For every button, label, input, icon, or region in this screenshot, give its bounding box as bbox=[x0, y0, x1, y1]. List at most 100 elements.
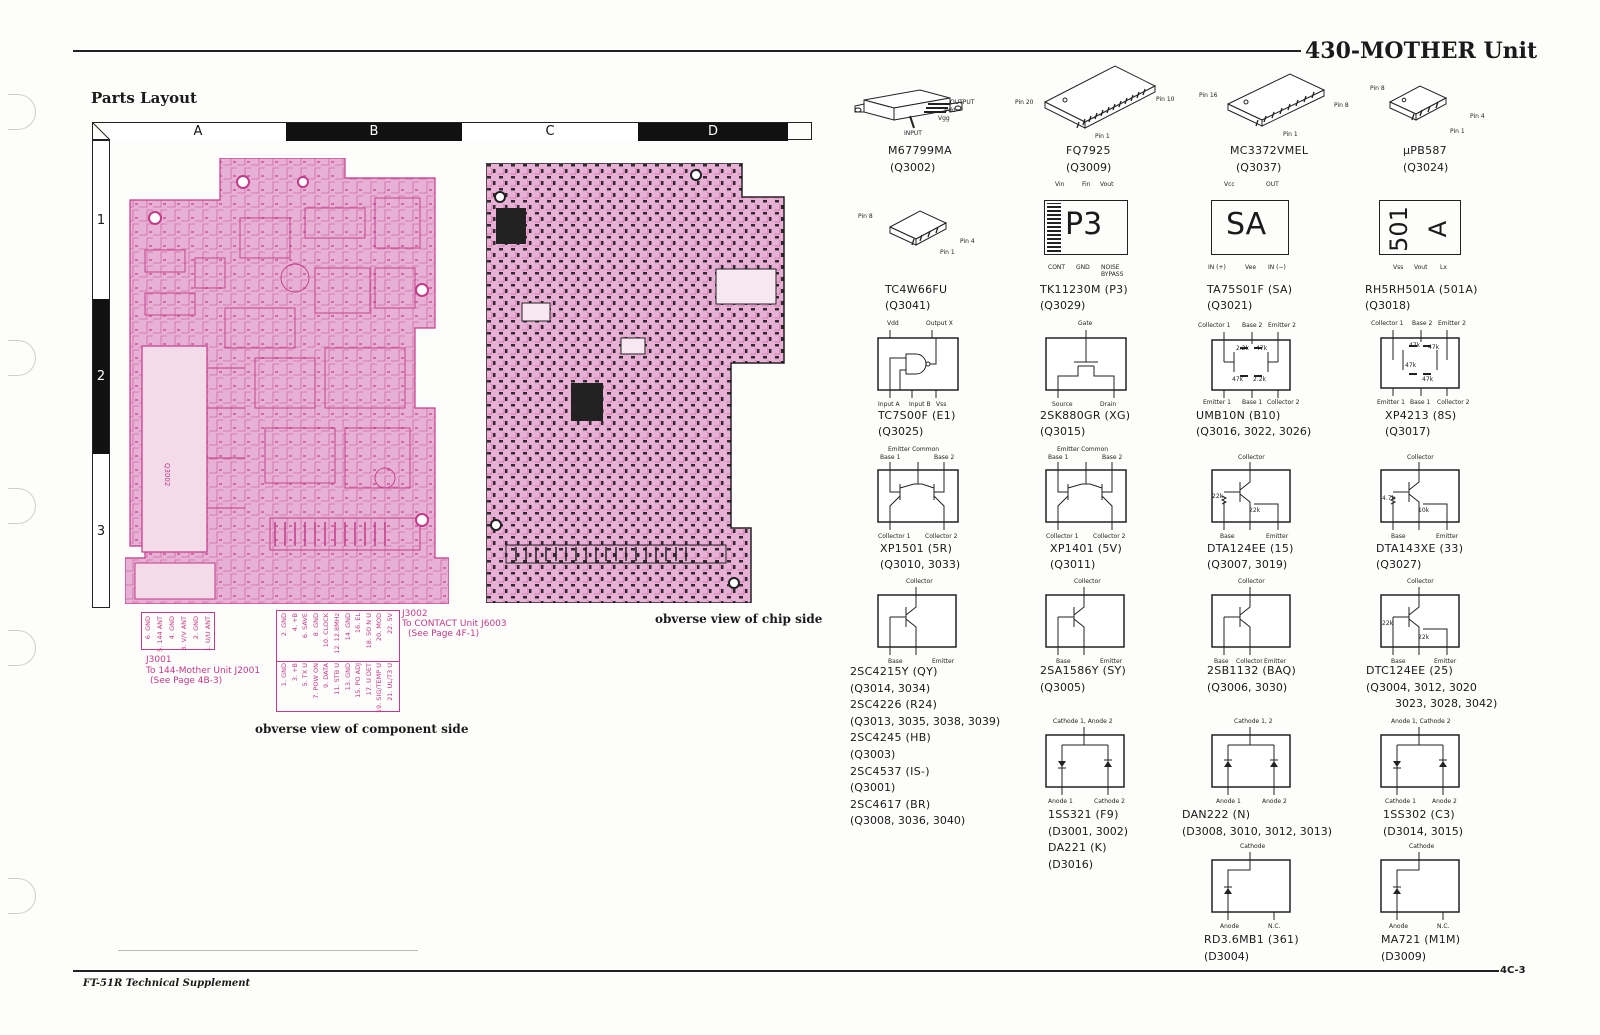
tk11230m-pin-gnd: GND bbox=[1076, 264, 1090, 271]
j3002-pin: 17. U DET bbox=[364, 663, 373, 696]
j3001-note: J3001 To 144-Mother Unit J2001 (See Page… bbox=[146, 655, 260, 687]
tk11230m-pin-vin: Vin bbox=[1055, 181, 1065, 188]
ma721-pin-nc: N.C. bbox=[1437, 923, 1450, 930]
tc7s00f-ref: (Q3025) bbox=[878, 425, 924, 438]
2sk880gr-ref: (Q3015) bbox=[1040, 425, 1086, 438]
module-label: Q3002 bbox=[163, 463, 171, 486]
npn-name-5: 2SC4617 (BR) bbox=[850, 797, 931, 811]
dta124ee-ref: (Q3007, 3019) bbox=[1207, 558, 1288, 571]
npn-ref-5: (Q3008, 3036, 3040) bbox=[850, 814, 966, 828]
dta124ee-pin-emitter: Emitter bbox=[1266, 533, 1289, 540]
2sb1132-name: 2SB1132 (BAQ) bbox=[1207, 664, 1297, 677]
dta143xe-pin-emitter: Emitter bbox=[1436, 533, 1459, 540]
rd3.6mb1-ref: (D3004) bbox=[1204, 950, 1250, 963]
j3002-pin: 4. +B bbox=[290, 613, 299, 632]
xp4213-r1: 47k bbox=[1409, 342, 1421, 349]
rh5rh501a-pin-vss: Vss bbox=[1393, 264, 1404, 271]
dan222-symbol bbox=[1211, 727, 1291, 795]
j3001-pin: 1. U/U ANT bbox=[204, 616, 212, 652]
m67799ma-pin-vgg: Vgg bbox=[938, 115, 950, 122]
tc7s00f-pin-input-a: Input A bbox=[878, 401, 900, 408]
xp4213-pin-emitter2: Emitter 2 bbox=[1438, 320, 1466, 327]
component-side-caption: obverse view of component side bbox=[255, 722, 469, 736]
j3002-pin: 15. PO ADJ bbox=[354, 663, 363, 698]
1ss321-pin-top: Cathode 1, Anode 2 bbox=[1053, 718, 1113, 725]
xp1401-name: XP1401 (5V) bbox=[1050, 542, 1123, 555]
2sk880gr-pin-source: Source bbox=[1052, 401, 1073, 408]
umb10n-symbol bbox=[1211, 332, 1291, 398]
j3002-pin: 10. CLOCK bbox=[322, 613, 331, 648]
binder-hole bbox=[8, 94, 36, 130]
ta75s01f-pin-vee: Vee bbox=[1245, 264, 1257, 271]
upb587-name: μPB587 bbox=[1403, 144, 1447, 157]
1ss321-name: 1SS321 (F9) bbox=[1048, 808, 1119, 821]
xp4213-r2: 47k bbox=[1428, 344, 1440, 351]
row-ruler: 1 2 3 bbox=[92, 140, 110, 608]
j3001-pin-table: 6. GND 5. 144 ANT 4. GND 3. V/V ANT 2. G… bbox=[141, 612, 215, 652]
tk11230m-name: TK11230M (P3) bbox=[1040, 283, 1129, 296]
npn-pin-base: Base bbox=[888, 658, 903, 665]
binder-hole bbox=[8, 340, 36, 376]
npn-pin-emitter: Emitter bbox=[932, 658, 955, 665]
2sa1586y-symbol bbox=[1045, 587, 1125, 655]
upb587-ref: (Q3024) bbox=[1403, 161, 1449, 174]
umb10n-r2: 47k bbox=[1256, 345, 1268, 352]
npn-transistor-list: 2SC4215Y (QY) (Q3014, 3034) 2SC4226 (R24… bbox=[850, 664, 1000, 830]
dtc124ee-r2: 22k bbox=[1418, 634, 1430, 641]
j3002-destination: To CONTACT Unit J6003 bbox=[402, 619, 507, 629]
binder-hole bbox=[8, 878, 36, 914]
umb10n-pin-emitter2: Emitter 2 bbox=[1268, 322, 1296, 329]
xp1401-ref: (Q3011) bbox=[1050, 558, 1096, 571]
2sk880gr-pin-drain: Drain bbox=[1100, 401, 1117, 408]
xp1501-pin-emitter-common: Emitter Common bbox=[888, 446, 940, 453]
rh5rh501a-pin-lx: Lx bbox=[1440, 264, 1447, 271]
dtc124ee-ref-continued: 3023, 3028, 3042) bbox=[1395, 697, 1498, 710]
xp1401-pin-base2: Base 2 bbox=[1102, 454, 1123, 461]
j3001-pin: 4. GND bbox=[168, 616, 176, 640]
fq7925-ref: (Q3009) bbox=[1066, 161, 1112, 174]
dta143xe-r2: 10k bbox=[1418, 507, 1430, 514]
1ss302-pin-top: Anode 1, Cathode 2 bbox=[1391, 718, 1451, 725]
rd3.6mb1-pin-anode: Anode bbox=[1220, 923, 1240, 930]
umb10n-r1: 2.2k bbox=[1236, 345, 1250, 352]
dan222-pin-anode1: Anode 1 bbox=[1216, 798, 1241, 805]
column-ruler: A B C D bbox=[92, 122, 812, 141]
page-number: 4C-3 bbox=[1500, 965, 1526, 976]
footer-rule bbox=[73, 970, 1499, 972]
2sa1586y-pin-collector: Collector bbox=[1074, 578, 1101, 585]
fq7925-package-drawing bbox=[1043, 65, 1157, 129]
binder-hole bbox=[8, 488, 36, 524]
da221-name: DA221 (K) bbox=[1048, 841, 1107, 854]
2sb1132-pin-emitter: Emitter bbox=[1264, 658, 1287, 665]
dta124ee-r2: 22k bbox=[1249, 507, 1261, 514]
j3001-name: J3001 bbox=[146, 655, 172, 665]
ta75s01f-pin-in-plus: IN (+) bbox=[1208, 264, 1226, 271]
header-rule bbox=[73, 50, 1301, 52]
fq7925-pin-20: Pin 20 bbox=[1015, 99, 1034, 106]
m67799ma-package-drawing bbox=[854, 89, 963, 129]
xp1501-pin-base2: Base 2 bbox=[934, 454, 955, 461]
tk11230m-ref: (Q3029) bbox=[1040, 299, 1086, 312]
column-label-a: A bbox=[110, 123, 286, 141]
xp1401-pin-collector1: Collector 1 bbox=[1046, 533, 1079, 540]
dtc124ee-name: DTC124EE (25) bbox=[1366, 664, 1454, 677]
j3002-pin: 11. STB U bbox=[333, 663, 341, 695]
j3002-pin: 1. GND bbox=[280, 663, 288, 687]
j3002-pin: 3. +B bbox=[290, 663, 299, 682]
m67799ma-name: M67799MA bbox=[888, 144, 952, 157]
2sa1586y-pin-base: Base bbox=[1056, 658, 1071, 665]
j3002-pin: 21. UL/T3 U bbox=[386, 663, 394, 701]
binder-hole bbox=[8, 630, 36, 666]
2sk880gr-symbol bbox=[1045, 330, 1127, 398]
m67799ma-pin-vdd: Vdd bbox=[944, 107, 956, 114]
upb587-package-drawing bbox=[1388, 85, 1448, 121]
xp1401-pin-base1: Base 1 bbox=[1048, 454, 1069, 461]
tk11230m-marking: P3 bbox=[1065, 207, 1103, 242]
rh5rh501a-pin-vout: Vout bbox=[1414, 264, 1428, 271]
dta124ee-name: DTA124EE (15) bbox=[1207, 542, 1294, 555]
xp4213-r4: 47k bbox=[1422, 376, 1434, 383]
ma721-pin-anode: Anode bbox=[1389, 923, 1409, 930]
tc7s00f-pin-vss: Vss bbox=[936, 401, 947, 408]
column-label-b: B bbox=[286, 123, 462, 141]
